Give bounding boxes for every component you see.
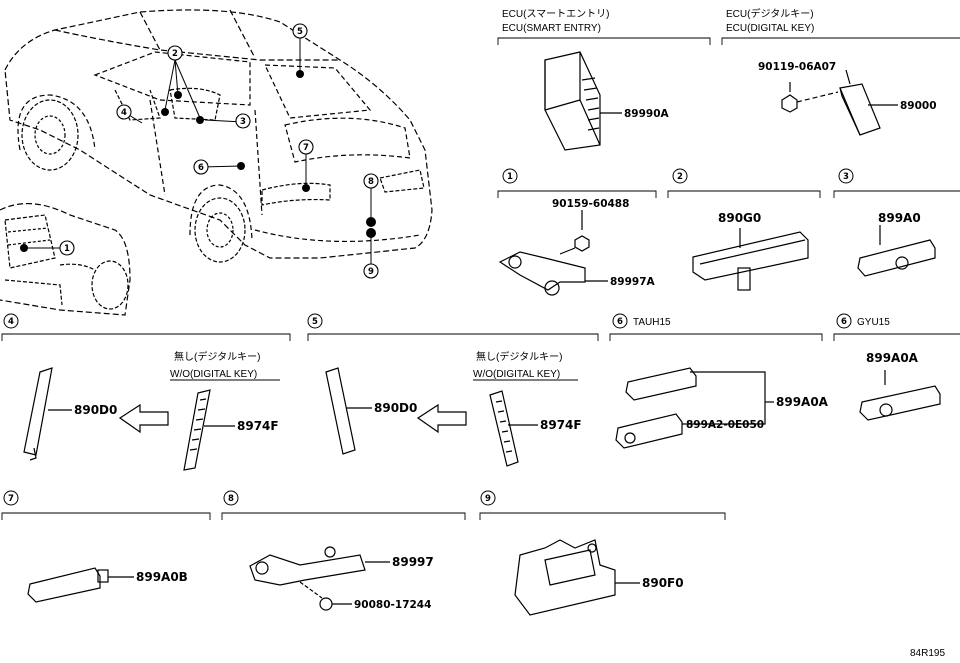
section-number-circles bbox=[3, 168, 854, 506]
part-899a0: 899A0 bbox=[878, 211, 921, 225]
part-89997: 89997 bbox=[392, 555, 434, 569]
part-89000: 89000 bbox=[900, 100, 937, 112]
callout-3-num: 3 bbox=[240, 117, 246, 127]
part-899a0b-drawing bbox=[27, 567, 134, 603]
sec4-note-jp: 無し(デジタルキー) bbox=[174, 350, 260, 363]
ecu-digital-key-label-jp: ECU(デジタルキー) bbox=[726, 7, 814, 20]
part-8974f-sec4: 8974F bbox=[237, 419, 279, 433]
callout-4-num: 4 bbox=[121, 108, 127, 118]
callout-7-num: 7 bbox=[303, 143, 309, 153]
callout-6 bbox=[193, 159, 209, 175]
section-3-num: 3 bbox=[843, 172, 849, 182]
section-brackets bbox=[1, 37, 960, 520]
section-9-num: 9 bbox=[485, 494, 491, 504]
callout-8 bbox=[363, 173, 379, 189]
callout-1 bbox=[59, 240, 75, 256]
arrow-sec4 bbox=[118, 403, 169, 434]
part-890g0: 890G0 bbox=[718, 211, 761, 225]
sec6a-variant: TAUH15 bbox=[633, 317, 671, 328]
part-899a0b: 899A0B bbox=[136, 570, 188, 584]
part-899a0-drawing bbox=[857, 225, 936, 277]
screw-90159-60488: 90159-60488 bbox=[552, 198, 629, 210]
callout-2-num: 2 bbox=[172, 49, 178, 59]
section-6b-num: 6 bbox=[841, 317, 847, 327]
front-vehicle-illustration bbox=[0, 202, 131, 316]
callout-5 bbox=[292, 23, 308, 39]
section-1-num: 1 bbox=[507, 172, 513, 182]
section-4-num: 4 bbox=[8, 317, 14, 327]
vehicle-illustration bbox=[4, 9, 433, 263]
sec5-note-en: W/O(DIGITAL KEY) bbox=[473, 369, 560, 380]
section-7-num: 7 bbox=[8, 494, 14, 504]
part-89997-drawing bbox=[249, 546, 390, 611]
part-899a0a-group: 899A0A bbox=[776, 395, 829, 409]
part-890d0-sec4-drawing bbox=[23, 367, 72, 461]
part-89990a: 89990A bbox=[624, 108, 670, 120]
section-2-num: 2 bbox=[677, 172, 683, 182]
nut-90080-17244: 90080-17244 bbox=[354, 599, 431, 611]
sec6b-variant: GYU15 bbox=[857, 317, 890, 328]
part-899a0a-tauh15-drawing bbox=[615, 367, 774, 449]
part-899a0a-gyu15: 899A0A bbox=[866, 351, 919, 365]
part-890f0: 890F0 bbox=[642, 576, 684, 590]
part-89997a-drawing bbox=[498, 210, 608, 296]
callout-7 bbox=[298, 139, 314, 155]
screw-90119-06a07: 90119-06A07 bbox=[758, 61, 836, 73]
section-8-num: 8 bbox=[228, 494, 234, 504]
part-890d0-sec5-drawing bbox=[325, 367, 372, 455]
callout-6-num: 6 bbox=[198, 163, 204, 173]
part-8974f-sec4-drawing bbox=[183, 389, 235, 471]
ecu-smart-entry-drawing bbox=[544, 51, 622, 151]
section-6a-num: 6 bbox=[617, 317, 623, 327]
part-89997a: 89997A bbox=[610, 276, 656, 288]
callout-9 bbox=[363, 263, 379, 279]
callout-2 bbox=[167, 45, 183, 61]
part-890g0-drawing bbox=[692, 228, 809, 291]
ecu-digital-key-drawing bbox=[781, 69, 898, 136]
part-899a0a-gyu15-drawing bbox=[859, 370, 941, 421]
diagram-ref-code: 84R195 bbox=[910, 648, 945, 659]
callout-5-num: 5 bbox=[297, 27, 303, 37]
part-8974f-sec5-drawing bbox=[489, 390, 538, 467]
part-890d0-sec5: 890D0 bbox=[374, 401, 417, 415]
callout-1-num: 1 bbox=[64, 244, 70, 254]
part-890d0-sec4: 890D0 bbox=[74, 403, 117, 417]
section-5-num: 5 bbox=[312, 317, 318, 327]
part-899a2-0e050: 899A2-0E050 bbox=[686, 419, 764, 431]
sec4-note-en: W/O(DIGITAL KEY) bbox=[170, 369, 257, 380]
callout-9-num: 9 bbox=[368, 267, 374, 277]
ecu-smart-entry-label-jp: ECU(スマートエントリ) bbox=[502, 9, 609, 20]
callout-circles bbox=[59, 23, 379, 279]
callout-8-num: 8 bbox=[368, 177, 374, 187]
sec5-note-jp: 無し(デジタルキー) bbox=[476, 350, 562, 363]
part-8974f-sec5: 8974F bbox=[540, 418, 582, 432]
callout-3 bbox=[235, 113, 251, 129]
part-890f0-drawing bbox=[514, 539, 640, 616]
ecu-smart-entry-label-en: ECU(SMART ENTRY) bbox=[502, 23, 601, 34]
callout-4 bbox=[116, 104, 132, 120]
ecu-digital-key-label-en: ECU(DIGITAL KEY) bbox=[726, 23, 814, 34]
arrow-sec5 bbox=[416, 403, 467, 434]
